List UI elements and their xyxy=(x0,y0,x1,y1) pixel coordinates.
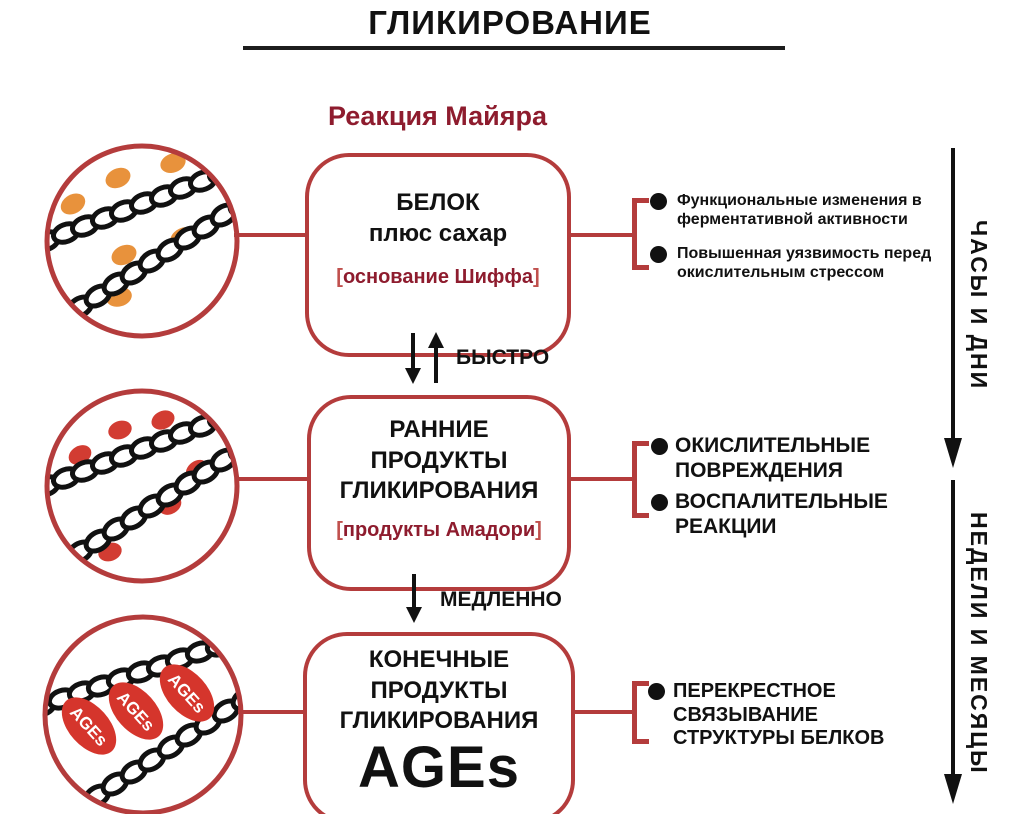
stage1-box-title: БЕЛОК плюс сахар xyxy=(368,189,508,247)
bracket-stage2 xyxy=(632,441,649,518)
circle-frame xyxy=(44,143,240,339)
bracket-stage3 xyxy=(632,681,649,744)
bullet-dot-icon xyxy=(651,438,668,455)
protein-sugar-molecule-icon xyxy=(44,143,240,339)
fast-reversible-arrows-icon xyxy=(405,332,444,384)
early-glycation-molecule-icon xyxy=(44,388,240,584)
timeline-hours-days-label: ЧАСЫ И ДНИ xyxy=(966,220,992,391)
note-open-bracket: [ xyxy=(336,266,343,289)
effect-text: Функциональные изменения в ферментативно… xyxy=(677,192,922,228)
effect-text: ОКИСЛИТЕЛЬНЫЕ ПОВРЕЖДЕНИЯ xyxy=(675,434,871,482)
timeline-arrow-hours-days-icon xyxy=(944,148,962,468)
connector-circle2-box2 xyxy=(236,477,307,481)
ages-acronym: AGEs xyxy=(358,735,520,801)
effect-text: ПЕРЕКРЕСТНОЕ СВЯЗЫВАНИЕ СТРУКТУРЫ БЕЛКОВ xyxy=(673,680,885,750)
title-underline xyxy=(243,46,785,50)
stage1-box-note: [основание Шиффа] xyxy=(336,266,539,289)
stage2-box-note: [продукты Амадори] xyxy=(336,519,542,542)
effect-text: ВОСПАЛИТЕЛЬНЫЕ РЕАКЦИИ xyxy=(675,490,888,538)
stage-box-protein-plus-sugar: БЕЛОК плюс сахар [основание Шиффа] xyxy=(305,153,571,357)
slow-arrow-icon xyxy=(406,574,422,623)
page-title: ГЛИКИРОВАНИЕ xyxy=(368,4,652,41)
list-item: ВОСПАЛИТЕЛЬНЫЕ РЕАКЦИИ xyxy=(651,490,901,539)
timeline-weeks-months-label: НЕДЕЛИ И МЕСЯЦЫ xyxy=(966,512,992,775)
connector-box1-bracket1 xyxy=(567,233,633,237)
stage2-box-title: РАННИЕ ПРОДУКТЫ ГЛИКИРОВАНИЯ xyxy=(339,416,539,505)
note-close-bracket: ] xyxy=(533,266,540,289)
stage1-effects-list: Функциональные изменения в ферментативно… xyxy=(650,192,950,282)
note-open-bracket: [ xyxy=(336,519,343,542)
amadori-products-label: продукты Амадори xyxy=(342,519,536,542)
bracket-stage1 xyxy=(632,198,649,270)
stage3-box-title: КОНЕЧНЫЕ ПРОДУКТЫ ГЛИКИРОВАНИЯ xyxy=(339,646,539,735)
connector-circle1-box1 xyxy=(234,233,305,237)
effect-text: Повышенная уязвимость перед окислительны… xyxy=(677,245,932,281)
stage-box-end-products: КОНЕЧНЫЕ ПРОДУКТЫ ГЛИКИРОВАНИЯ AGEs xyxy=(303,632,575,814)
stage-box-early-products: РАННИЕ ПРОДУКТЫ ГЛИКИРОВАНИЯ [продукты А… xyxy=(307,395,571,591)
stage3-effects-list: ПЕРЕКРЕСТНОЕ СВЯЗЫВАНИЕ СТРУКТУРЫ БЕЛКОВ xyxy=(648,680,898,751)
connector-circle3-box3 xyxy=(238,710,303,714)
fast-label: БЫСТРО xyxy=(456,346,550,369)
list-item: Повышенная уязвимость перед окислительны… xyxy=(650,245,950,282)
ages-crosslink-molecule-icon: AGEs AGEs AGEs xyxy=(42,614,244,814)
list-item: ПЕРЕКРЕСТНОЕ СВЯЗЫВАНИЕ СТРУКТУРЫ БЕЛКОВ xyxy=(648,680,898,751)
schiff-base-label: основание Шиффа xyxy=(342,266,534,289)
circle-frame xyxy=(42,614,244,814)
list-item: Функциональные изменения в ферментативно… xyxy=(650,192,950,229)
bullet-dot-icon xyxy=(650,246,667,264)
timeline-arrow-weeks-months-icon xyxy=(944,480,962,804)
connector-box2-bracket2 xyxy=(567,477,633,481)
circle-frame xyxy=(44,388,240,584)
connector-box3-bracket3 xyxy=(571,710,633,714)
bullet-dot-icon xyxy=(648,683,665,700)
maillard-reaction-label: Реакция Майяра xyxy=(327,101,548,131)
bullet-dot-icon xyxy=(651,494,668,512)
stage2-effects-list: ОКИСЛИТЕЛЬНЫЕ ПОВРЕЖДЕНИЯ ВОСПАЛИТЕЛЬНЫЕ… xyxy=(651,434,901,539)
list-item: ОКИСЛИТЕЛЬНЫЕ ПОВРЕЖДЕНИЯ xyxy=(651,434,901,483)
note-close-bracket: ] xyxy=(535,519,542,542)
slow-label: МЕДЛЕННО xyxy=(440,588,562,611)
bullet-dot-icon xyxy=(650,193,667,210)
